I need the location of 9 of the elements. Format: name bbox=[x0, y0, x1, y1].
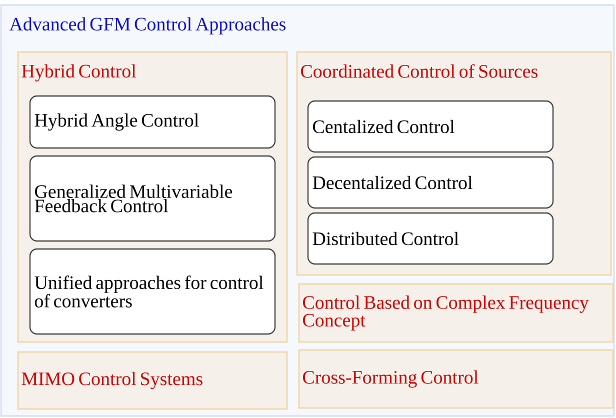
group-panel: Control Based on Complex Frequency Concept bbox=[298, 283, 614, 343]
process-box: Distributed Control bbox=[307, 212, 554, 265]
group-panel: Cross-Forming Control bbox=[298, 349, 614, 409]
process-box: Generalized Multivariable Feedback Control bbox=[29, 155, 276, 242]
process-box: Unified approaches for control of converters bbox=[29, 248, 276, 335]
process-box: Centalized Control bbox=[307, 100, 554, 153]
group-panel: MIMO Control Systems bbox=[17, 351, 288, 410]
process-box: Decentalized Control bbox=[307, 156, 554, 209]
process-box: Hybrid Angle Control bbox=[29, 95, 276, 149]
